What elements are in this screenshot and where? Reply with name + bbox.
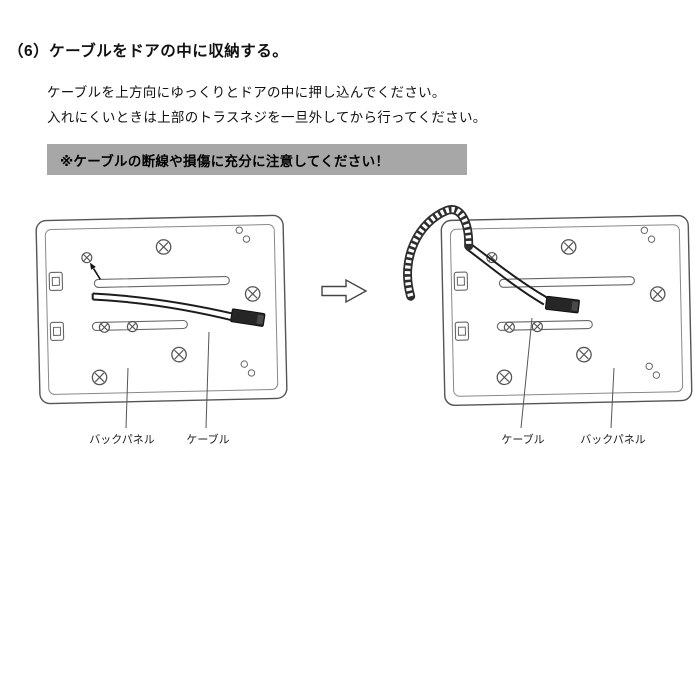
instruction-line-1: ケーブルを上方向にゆっくりとドアの中に押し込んでください。 [47,85,446,100]
label-cable-right: ケーブル [501,432,544,446]
screw-icon [155,238,172,255]
warning-note: ※ケーブルの断線や損傷に充分に注意してください！ [47,144,467,175]
figure-before-labels: バックパネル ケーブル [89,331,230,446]
back-panel-outline [35,214,288,405]
back-panel-inner-outline [44,224,279,395]
label-back-panel-left: バックパネル [89,433,154,446]
truss-screw-icon [81,251,93,264]
label-leader-line [205,331,210,429]
panel-slot [498,276,635,288]
cable [403,205,580,314]
panel-hole [647,235,656,243]
panel-hole [640,226,649,235]
screw-icon [575,346,592,363]
screw-icon [171,346,188,363]
screw-icon [98,321,111,334]
screw-icon [503,321,516,333]
panel-hole [652,371,661,379]
panel-slot [91,319,188,332]
screw-icon [560,238,577,255]
step-heading: （6）ケーブルをドアの中に収納する。 [8,43,289,60]
warning-text: ※ケーブルの断線や損傷に充分に注意してください！ [60,153,390,169]
latch-tab-icon [49,321,65,342]
figure-before-panel [35,214,288,405]
installation-figures: バックパネル ケーブル [35,205,693,446]
label-cable-left: ケーブル [186,432,229,446]
figure-after-panel [403,205,693,407]
latch-tab-icon [453,271,469,291]
screw-icon [126,320,139,333]
panel-hole [235,226,243,234]
panel-slot [496,319,593,331]
screw-icon [649,286,666,303]
panel-hole [242,235,251,243]
braided-cable [403,205,474,301]
back-panel-inner-outline [449,224,684,397]
arrow-right-icon [321,278,368,304]
label-back-panel-right: バックパネル [580,433,645,446]
panel-hole [645,362,653,370]
screw-icon [91,369,108,386]
push-direction-arrow-icon [89,262,101,280]
screw-icon [531,320,544,333]
screw-icon [244,285,261,302]
label-leader-line [520,317,533,429]
latch-tab-icon [454,321,470,341]
cable-connector [544,295,580,314]
cable-connector [230,308,266,327]
panel-slot [93,275,230,288]
figure-after-labels: ケーブル バックパネル [501,317,646,446]
panel-hole [247,369,256,377]
instruction-line-2: 入れにくいときは上部のトラスネジを一旦外してから行ってください。 [47,110,487,125]
screw-icon [496,369,513,386]
cable [91,292,266,327]
panel-hole [240,360,248,368]
latch-tab-icon [48,271,64,292]
label-leader-line [610,367,615,429]
label-leader-line [125,367,129,429]
